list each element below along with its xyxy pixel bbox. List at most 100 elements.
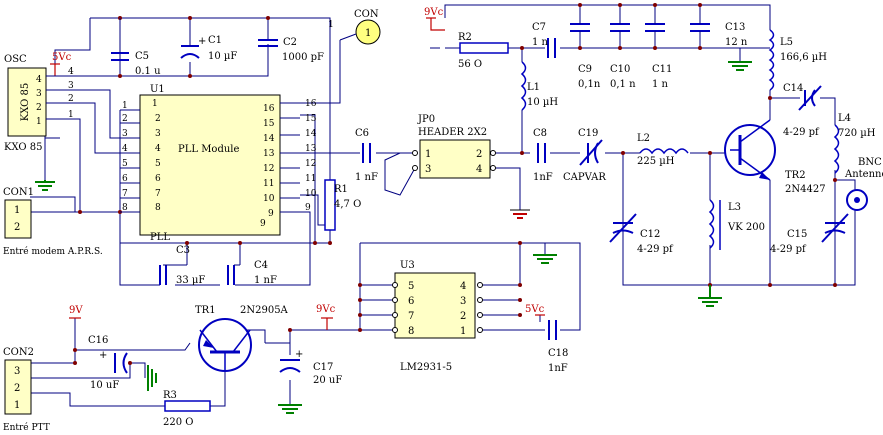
osc-power-label: 5Vc [52,52,72,63]
u3-ref: U3 [400,260,415,271]
u1-name: PLL Module [178,144,239,155]
l2-value: 225 µH [637,156,675,167]
ground-icon [533,254,557,264]
c12-ref: C12 [640,229,660,240]
c14-value: 4-29 pf [783,127,820,138]
capacitor-c11: C11 1 n [645,18,672,90]
transistor-tr1: TR1 2N2905A [195,305,289,372]
resistor-r1: R1 4,7 O [324,179,361,231]
c11-ref: C11 [652,64,672,75]
u1-net-15: 15 [305,114,317,124]
u1-pin-11: 11 [263,179,274,189]
resistor-r3: R3 220 O [163,390,211,428]
l4-ref: L4 [838,113,851,124]
c6-value: 1 nF [355,172,378,183]
c15-value: 4-29 pf [770,244,807,255]
c12-value: 4-29 pf [637,244,674,255]
u1-net-10: 10 [305,189,317,199]
power-9vc-top: 9Vc [424,7,445,31]
osc-pin-4: 4 [36,75,42,85]
u1-pin-14: 14 [263,134,275,144]
osc-part-bottom: KXO 85 [4,142,43,153]
c15-ref: C15 [787,229,807,240]
capacitor-c4: C4 1 nF [227,260,277,286]
r2-ref: R2 [458,32,472,43]
c16-ref: C16 [88,335,108,346]
junctions [73,3,837,365]
capacitor-c6: C6 1 nF [355,128,378,183]
jp0-ref: JP0 [417,114,435,125]
con1-pin-2: 2 [14,222,20,233]
l5-ref: L5 [780,37,793,48]
con2-desc: Entré PTT [3,422,50,433]
capacitor-c7: C7 1 n [532,22,556,58]
power-5vc-mid: 5Vc [525,304,545,316]
power-9vc-mid-label: 9Vc [316,304,336,315]
capacitor-c2: C2 1000 pF [258,37,324,63]
c17-ref: C17 [313,362,333,373]
capacitor-c19: C19 CAPVAR [563,128,606,183]
r3-value: 220 O [163,417,193,428]
net-label-1: 1 [328,20,334,30]
power-9v-label: 9V [69,305,83,316]
u1-net-12: 12 [305,159,316,169]
u1-pin-3: 3 [155,129,161,139]
capacitor-c3: C3 33 µF [159,245,205,286]
c11-value: 1 n [652,79,669,90]
capacitor-c17: + C17 20 uF [279,349,342,386]
u1-ref: U1 [150,84,165,95]
u1-outer-3: 3 [122,129,128,139]
l5-value: 166,6 µH [780,52,827,63]
c16-plus: + [99,350,107,361]
u1-corner-9: 9 [260,219,266,229]
osc-net-1: 1 [68,110,74,120]
con1-label: CON1 [3,187,34,198]
jp0-header: JP0 HEADER 2X2 1 2 3 4 [412,114,496,179]
capacitor-c13: C13 12 n [690,18,748,48]
c13-ref: C13 [725,22,745,33]
r1-value: 4,7 O [334,199,361,210]
u1-pin-2: 2 [155,114,161,124]
c9-ref: C9 [578,64,592,75]
u3-pin-1: 1 [460,326,466,337]
c7-ref: C7 [532,22,546,33]
jp0-pin-4: 4 [476,164,482,175]
jp0-name: HEADER 2X2 [418,127,487,138]
u1-outer-8: 8 [122,203,128,213]
u1-corner-1: 1 [152,99,158,109]
osc-part: KXO 85 [20,83,31,122]
osc-pin-3: 3 [36,89,42,99]
u1-net-14: 14 [305,129,317,139]
capacitor-c10: C10 0,1 n [610,18,636,90]
capacitor-c1: + C1 10 µF [180,35,237,62]
c10-value: 0,1 n [610,79,636,90]
u1-outer-7: 7 [122,189,128,199]
jp0-pin-3: 3 [425,164,431,175]
con2-label: CON2 [3,347,34,358]
capacitor-c12: C12 4-29 pf [609,213,674,255]
power-9v-left: 9V [69,305,83,319]
osc-net-4: 4 [68,67,74,77]
r2-value: 56 O [458,59,482,70]
con2-pin-3: 3 [14,366,20,377]
u1-pin-4: 4 [155,144,161,154]
u1-outer-5: 5 [122,159,128,169]
ground-icon [147,365,157,391]
u1-pll-module: U1 PLL Module PLL 1 9 2 3 4 5 6 7 8 1 2 … [120,84,317,243]
con-circle [355,19,381,45]
c13-value: 12 n [725,37,748,48]
capacitor-c5: C5 0.1 u [111,18,161,77]
osc-net-3: 3 [68,81,74,91]
u1-pin-10: 10 [263,194,275,204]
u1-left-pins: 2 3 4 5 6 7 8 1 2 3 4 5 6 7 8 [120,101,161,213]
con2-box [4,359,32,415]
c6-ref: C6 [355,128,369,139]
capacitor-c14: C14 4-29 pf [783,83,822,138]
u1-pin-5: 5 [155,159,161,169]
wires-pll [30,17,415,286]
c1-plus: + [198,36,206,47]
c18-value: 1nF [548,363,568,374]
u1-outer-4: 4 [122,144,128,154]
u1-net-13: 13 [305,144,317,154]
